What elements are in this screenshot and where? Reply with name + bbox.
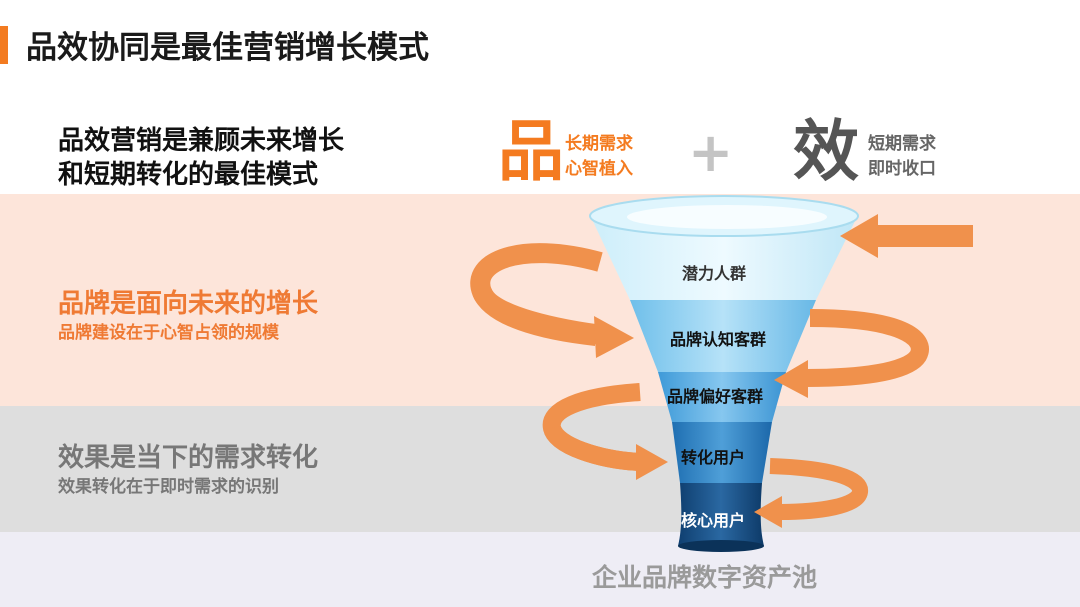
swirl-arrow-3-head xyxy=(636,444,668,480)
stage-label-3: 品牌偏好客群 xyxy=(667,387,763,406)
digital-asset-pool-label: 企业品牌数字资产池 xyxy=(592,563,818,592)
effect-band xyxy=(0,406,1080,532)
swirl-arrow-1-head xyxy=(594,316,634,358)
page-title: 品效协同是最佳营销增长模式 xyxy=(26,30,429,66)
stage-label-2: 品牌认知客群 xyxy=(670,330,766,349)
funnel-stage-3 xyxy=(658,372,786,422)
incoming-arrow-shaft xyxy=(875,225,973,247)
funnel-stage-5 xyxy=(678,483,764,546)
swirl-arrow-2 xyxy=(805,309,929,387)
intro-text: 品效营销是兼顾未来增长 和短期转化的最佳模式 xyxy=(58,124,344,192)
intro-line-1: 品效营销是兼顾未来增长 xyxy=(58,126,345,156)
funnel-stage-2 xyxy=(630,300,816,372)
pin-note-2: 心智植入 xyxy=(565,159,633,179)
stage-label-1: 潜力人群 xyxy=(682,264,746,283)
effect-subheading: 效果转化在于即时需求的识别 xyxy=(58,477,279,497)
title-accent-bar xyxy=(0,26,8,64)
intro-line-2: 和短期转化的最佳模式 xyxy=(58,160,319,190)
pin-character: 品 xyxy=(498,113,564,190)
pin-notes: 长期需求 心智植入 xyxy=(565,132,633,182)
xiao-character: 效 xyxy=(793,113,859,190)
funnel-stage-4 xyxy=(672,422,772,483)
swirl-arrow-4 xyxy=(769,458,868,520)
pin-note-1: 长期需求 xyxy=(565,134,633,154)
brand-subheading: 品牌建设在于心智占领的规模 xyxy=(58,323,279,343)
stage-label-5: 核心用户 xyxy=(681,511,745,530)
stage-label-4: 转化用户 xyxy=(681,448,745,467)
xiao-note-2: 即时收口 xyxy=(868,159,936,179)
funnel-bottom xyxy=(678,540,764,552)
swirl-arrow-2-head xyxy=(774,360,808,398)
swirl-arrow-4-head xyxy=(754,496,782,528)
effect-heading: 效果是当下的需求转化 xyxy=(58,443,319,473)
incoming-arrow-head xyxy=(840,214,878,258)
swirl-arrow-1-front xyxy=(472,287,598,346)
funnel-top-opening xyxy=(627,205,827,229)
swirl-arrow-3-front xyxy=(543,424,641,471)
pool-band xyxy=(0,532,1080,607)
brand-heading: 品牌是面向未来的增长 xyxy=(58,289,319,319)
funnel-stage-1 xyxy=(590,215,858,300)
xiao-notes: 短期需求 即时收口 xyxy=(868,132,936,182)
plus-sign: + xyxy=(688,121,734,184)
xiao-note-1: 短期需求 xyxy=(868,134,936,154)
